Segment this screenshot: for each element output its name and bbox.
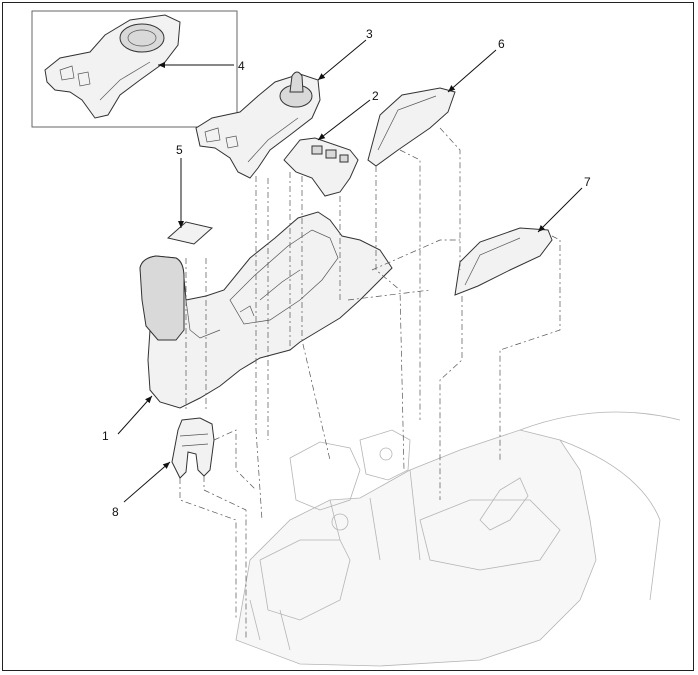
callout-8: 8 — [112, 505, 119, 519]
callout-2: 2 — [372, 89, 379, 103]
callout-3: 3 — [366, 27, 373, 41]
part-8-bracket — [171, 417, 215, 479]
part-1-floor-console — [139, 211, 393, 409]
part-6-side-cover — [367, 87, 456, 167]
leader-lines — [117, 39, 583, 503]
part-3-shift-cover — [195, 71, 321, 179]
callout-6: 6 — [498, 37, 505, 51]
part-4-shift-cover-alt — [44, 14, 181, 119]
callout-4: 4 — [238, 59, 245, 73]
part-5-pad — [166, 221, 214, 245]
inset-box — [31, 10, 238, 128]
assembly-lines — [179, 127, 561, 640]
part-2-switch-panel — [283, 137, 359, 197]
callout-1: 1 — [102, 429, 109, 443]
vehicle-floor-ghost — [235, 411, 681, 667]
callout-7: 7 — [584, 175, 591, 189]
part-7-rear-side-cover — [454, 227, 553, 296]
callout-5: 5 — [176, 143, 183, 157]
